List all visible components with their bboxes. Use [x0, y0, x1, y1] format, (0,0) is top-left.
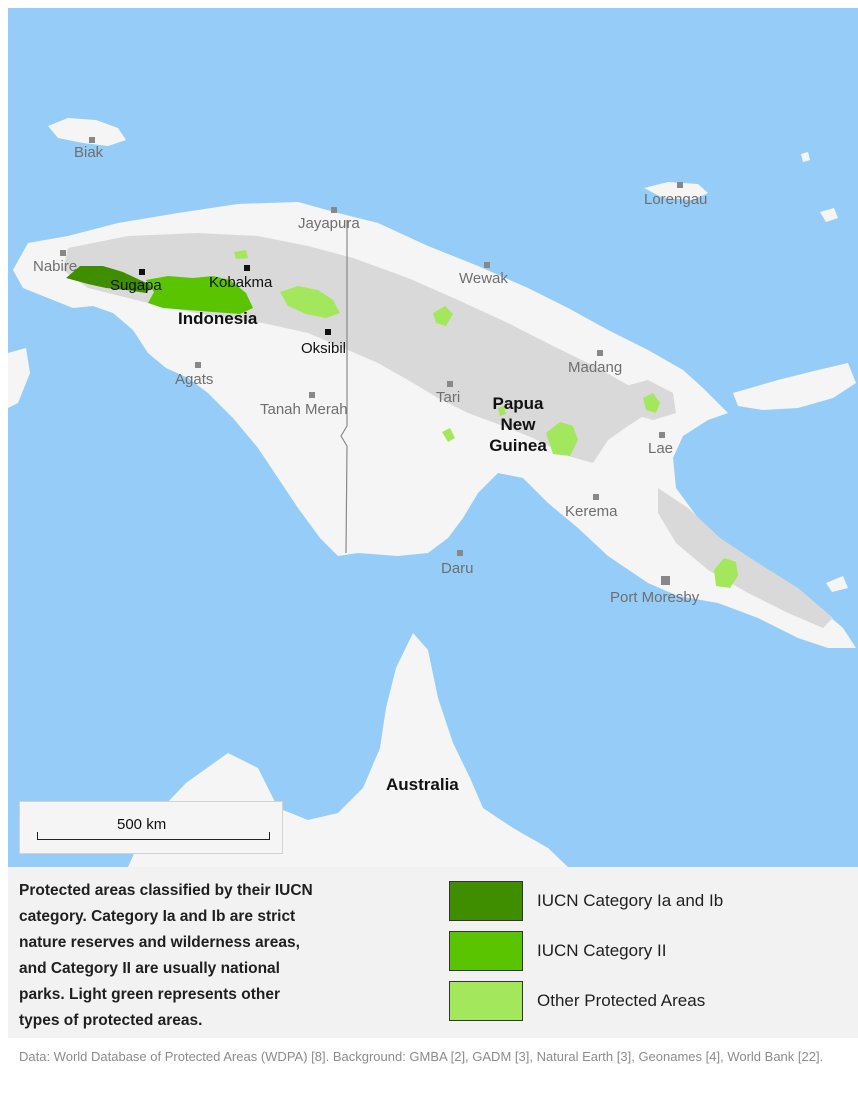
- scale-bar-box: 500 km: [19, 801, 283, 854]
- protected-area-other: [280, 286, 340, 318]
- place-marker-daru: [457, 550, 463, 556]
- country-label-australia: Australia: [386, 775, 459, 794]
- legend-item-other: Other Protected Areas: [449, 980, 705, 1022]
- country-label-png-line1: Papua: [492, 394, 544, 413]
- place-label-lae: Lae: [648, 440, 674, 457]
- place-marker-jayapura: [331, 207, 337, 213]
- place-marker-oksibil: [325, 329, 331, 335]
- birds-head-landmass: [8, 348, 30, 408]
- place-marker-tari: [447, 381, 453, 387]
- legend-label: IUCN Category II: [537, 941, 667, 960]
- new-britain-island: [733, 363, 856, 410]
- legend-label: Other Protected Areas: [537, 991, 706, 1010]
- country-label-png: Papua New Guinea: [484, 393, 552, 456]
- scale-bar: [37, 832, 270, 840]
- country-label-png-line3: Guinea: [489, 436, 547, 455]
- place-label-tari: Tari: [436, 389, 461, 406]
- place-marker-madang: [597, 350, 603, 356]
- place-marker-tanah-merah: [309, 392, 315, 398]
- legend-label: IUCN Category Ia and Ib: [537, 891, 724, 910]
- place-marker-wewak: [484, 262, 490, 268]
- protected-area-other: [714, 558, 738, 588]
- place-label-agats: Agats: [175, 371, 214, 388]
- place-label-jayapura: Jayapura: [298, 215, 360, 232]
- place-label-daru: Daru: [441, 560, 474, 577]
- protected-area-other: [643, 393, 660, 413]
- place-marker-biak: [89, 137, 95, 143]
- place-marker-port-moresby: [661, 576, 670, 585]
- place-label-kobakma: Kobakma: [209, 274, 273, 291]
- protected-area-category-ii: [146, 276, 253, 314]
- scale-label: 500 km: [117, 816, 167, 833]
- country-label-png-line2: New: [500, 415, 536, 434]
- manus-island: [644, 182, 708, 200]
- small-island: [801, 152, 810, 162]
- biak-island: [48, 118, 126, 146]
- place-label-kerema: Kerema: [565, 503, 618, 520]
- place-label-oksibil: Oksibil: [301, 340, 347, 357]
- place-marker-nabire: [60, 250, 66, 256]
- protected-area-other: [498, 406, 506, 416]
- place-label-nabire: Nabire: [33, 258, 78, 275]
- place-marker-lorengau: [677, 182, 683, 188]
- place-marker-sugapa: [139, 269, 145, 275]
- owen-stanley-mountains: [658, 488, 833, 628]
- protected-area-other: [433, 306, 453, 326]
- place-marker-kobakma: [244, 265, 250, 271]
- legend-swatch-category-ia-ib: [449, 881, 523, 921]
- legend-swatch-other: [449, 981, 523, 1021]
- country-label-indonesia: Indonesia: [178, 309, 258, 328]
- source-note: Data: World Database of Protected Areas …: [19, 1049, 824, 1064]
- protected-area-category-ia-ib: [66, 266, 153, 293]
- place-marker-lae: [659, 432, 665, 438]
- place-label-lorengau: Lorengau: [644, 191, 708, 208]
- legend-item-category-ia-ib: IUCN Category Ia and Ib: [449, 880, 723, 922]
- legend-description: Protected areas classified by their IUCN…: [19, 882, 313, 1029]
- place-marker-agats: [195, 362, 201, 368]
- protected-area-other: [234, 250, 248, 259]
- map-canvas: [8, 8, 858, 867]
- country-border: [340, 220, 348, 554]
- legend-swatch-category-ii: [449, 931, 523, 971]
- protected-area-other: [442, 428, 455, 442]
- small-island: [820, 208, 838, 222]
- legend-item-category-ii: IUCN Category II: [449, 930, 666, 972]
- place-label-madang: Madang: [568, 359, 623, 376]
- place-label-port-moresby: Port Moresby: [610, 589, 700, 606]
- place-marker-kerema: [593, 494, 599, 500]
- protected-area-other: [546, 422, 578, 456]
- small-island: [826, 576, 848, 592]
- place-label-wewak: Wewak: [459, 270, 508, 287]
- place-label-biak: Biak: [74, 144, 104, 161]
- legend-panel: Protected areas classified by their IUCN…: [8, 867, 858, 1038]
- place-label-tanah-merah: Tanah Merah: [260, 401, 348, 418]
- place-label-sugapa: Sugapa: [110, 277, 162, 294]
